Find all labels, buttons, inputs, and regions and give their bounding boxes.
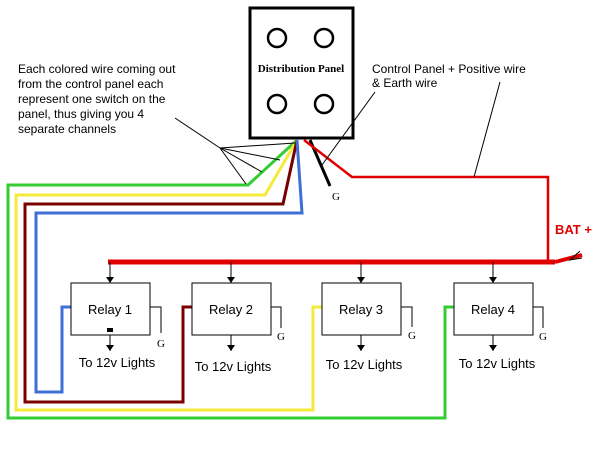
channels-note: Each colored wire coming out from the co… xyxy=(18,62,176,136)
wire-green xyxy=(6,138,454,420)
panel-switch-2 xyxy=(313,27,335,49)
relay-4: Relay 4 G To 12v Lights xyxy=(453,262,547,371)
relay-1-lights-label: To 12v Lights xyxy=(79,355,156,370)
control-note-line-2: & Earth wire xyxy=(372,76,438,90)
panel-switch-1 xyxy=(266,27,288,49)
bat-terminal xyxy=(568,250,583,261)
relay-3-ground-label: G xyxy=(408,330,416,342)
channels-note-line-1: Each colored wire coming out xyxy=(18,62,176,76)
bat-label: BAT + xyxy=(555,222,592,237)
relay-2-label: Relay 2 xyxy=(209,302,253,317)
relay-3-label: Relay 3 xyxy=(339,302,383,317)
panel-switch-4 xyxy=(313,93,335,115)
wire-positive-feed xyxy=(303,139,550,262)
wire-blue xyxy=(34,139,304,394)
panel-box xyxy=(248,6,355,140)
bat-wire xyxy=(554,253,583,264)
relay-2-lights-label: To 12v Lights xyxy=(195,359,272,374)
panel-switch-3 xyxy=(266,93,288,115)
relay-1-ground-label: G xyxy=(157,338,165,350)
relay-4-lights-label: To 12v Lights xyxy=(459,356,536,371)
distribution-panel: Distribution Panel xyxy=(248,6,355,140)
relay-4-label: Relay 4 xyxy=(471,302,515,317)
wire-yellow xyxy=(14,139,322,412)
relay-1-label: Relay 1 xyxy=(88,302,132,317)
relay-1: Relay 1 G To 12v Lights xyxy=(70,262,165,370)
relay-layer: Relay 1 G To 12v Lights Relay 2 G To 12v… xyxy=(70,262,547,374)
annotation-leaders xyxy=(174,81,501,185)
earth-ground-label: G xyxy=(332,191,340,203)
relay-3-lights-label: To 12v Lights xyxy=(326,357,403,372)
channels-note-line-5: separate channels xyxy=(18,122,116,136)
control-note-line-1: Control Panel + Positive wire xyxy=(372,62,526,76)
relay-3: Relay 3 G To 12v Lights xyxy=(321,262,416,372)
relay-2: Relay 2 G To 12v Lights xyxy=(191,262,285,374)
wire-maroon xyxy=(23,139,299,404)
panel-label: Distribution Panel xyxy=(258,63,344,75)
relay-4-ground-label: G xyxy=(539,331,547,343)
control-note: Control Panel + Positive wire & Earth wi… xyxy=(372,62,526,90)
channels-note-line-2: from the control panel each xyxy=(18,77,163,91)
channels-note-line-4: panel, thus giving you 4 xyxy=(18,107,144,121)
channels-note-line-3: represent one switch on the xyxy=(18,92,166,106)
relay-2-ground-label: G xyxy=(277,331,285,343)
